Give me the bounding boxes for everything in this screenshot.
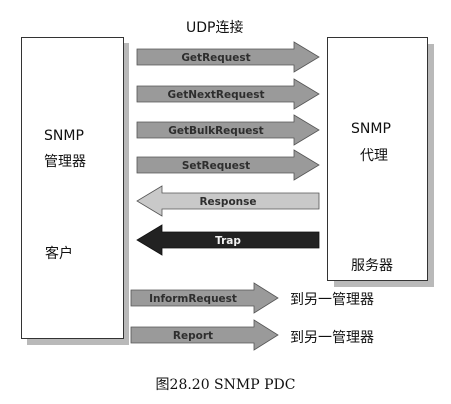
inform-request-arrow-shape <box>130 282 279 314</box>
snmp-manager-box <box>21 37 124 339</box>
get-request-arrow-shape <box>136 41 320 73</box>
set-request-arrow-shape <box>136 149 320 181</box>
report-label: Report <box>173 330 213 342</box>
get-next-request-arrow-shape <box>136 78 320 110</box>
agent-role-label: 服务器 <box>351 258 393 274</box>
response-label: Response <box>199 196 256 208</box>
trap-arrow: Trap <box>136 224 320 256</box>
get-bulk-request-label: GetBulkRequest <box>168 125 263 137</box>
get-next-request-arrow: GetNextRequest <box>136 78 320 110</box>
report-target: 到另一管理器 <box>290 330 374 346</box>
agent-subtitle: 代理 <box>360 148 388 164</box>
response-arrow: Response <box>136 185 320 217</box>
manager-role-label: 客户 <box>45 246 73 262</box>
get-bulk-request-arrow-shape <box>136 114 320 146</box>
report-arrow-shape <box>130 319 279 351</box>
get-bulk-request-arrow: GetBulkRequest <box>136 114 320 146</box>
manager-title: SNMP <box>44 128 84 144</box>
trap-arrow-shape <box>136 224 320 256</box>
get-request-arrow: GetRequest <box>136 41 320 73</box>
inform-request-target: 到另一管理器 <box>290 292 374 308</box>
manager-subtitle: 管理器 <box>44 154 86 170</box>
agent-title: SNMP <box>351 121 391 137</box>
get-request-label: GetRequest <box>181 52 250 64</box>
figure-caption: 图28.20 SNMP PDC <box>155 377 296 393</box>
set-request-label: SetRequest <box>182 160 250 172</box>
snmp-agent-box <box>327 37 428 281</box>
inform-request-label: InformRequest <box>149 293 237 305</box>
trap-label: Trap <box>215 235 241 247</box>
response-arrow-shape <box>136 185 320 217</box>
get-next-request-label: GetNextRequest <box>167 89 264 101</box>
inform-request-arrow: InformRequest <box>130 282 279 314</box>
report-arrow: Report <box>130 319 279 351</box>
set-request-arrow: SetRequest <box>136 149 320 181</box>
udp-connection-label: UDP连接 <box>186 20 244 36</box>
